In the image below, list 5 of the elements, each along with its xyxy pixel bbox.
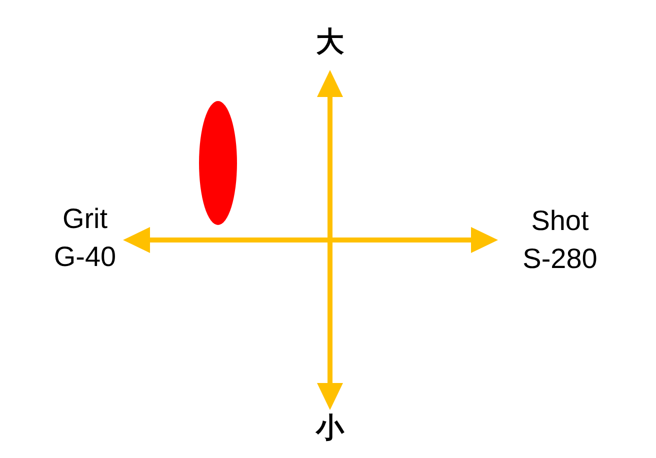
axis-label: 小	[314, 411, 346, 445]
oval-mark	[199, 101, 237, 225]
axis-end-label: Grit G-40	[52, 202, 118, 274]
axis-end-label: Shot S-280	[522, 204, 598, 276]
axis-label: 大	[315, 25, 345, 59]
